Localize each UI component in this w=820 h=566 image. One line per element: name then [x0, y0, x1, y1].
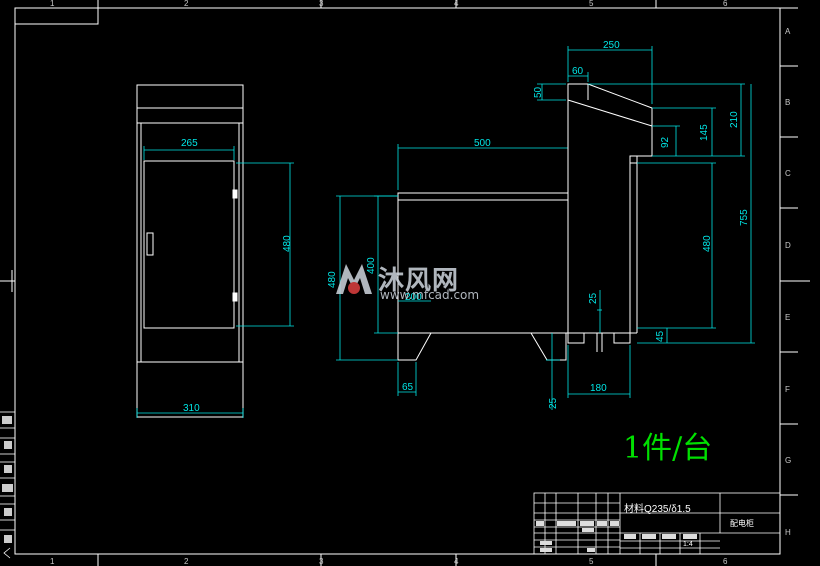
- dim-front-265: 265: [181, 138, 198, 149]
- top-zone-5: 5: [589, 0, 594, 8]
- right-zone-F: F: [785, 385, 790, 394]
- right-zone-C: C: [785, 169, 791, 178]
- top-zone-3: 3: [319, 0, 324, 8]
- bottom-zone-2: 2: [184, 557, 189, 566]
- front-dimensions: [136, 146, 294, 418]
- top-zone-1: 1: [50, 0, 55, 8]
- side-dimensions: [537, 46, 755, 398]
- bottom-zone-3: 3: [319, 557, 324, 566]
- revision-table: [0, 411, 15, 559]
- side-view: [567, 83, 653, 352]
- dim-side-180: 180: [590, 383, 607, 394]
- part-name: 配电柜: [730, 518, 754, 528]
- dim-mid-200: 200: [405, 292, 422, 303]
- top-zone-6: 6: [723, 0, 728, 8]
- bottom-zone-5: 5: [589, 557, 594, 566]
- dim-front-480: 480: [282, 235, 293, 252]
- dim-mid-25: 25: [548, 397, 559, 409]
- dim-mid-400: 400: [366, 257, 377, 274]
- dim-side-92: 92: [660, 136, 671, 148]
- right-zone-H: H: [785, 528, 791, 537]
- bottom-zone-6: 6: [723, 557, 728, 566]
- dim-mid-500: 500: [474, 138, 491, 149]
- top-zone-4: 4: [454, 0, 459, 8]
- dim-side-25: 25: [588, 292, 599, 304]
- front-cabinet-body: [136, 84, 244, 418]
- bottom-zone-1: 1: [50, 557, 55, 566]
- watermark-brand: 沐风网: [378, 266, 460, 296]
- dim-front-310: 310: [183, 403, 200, 414]
- middle-dimensions: [336, 144, 569, 410]
- dim-side-145: 145: [699, 124, 710, 141]
- front-door: [143, 160, 235, 329]
- mfcad-logo-icon: [336, 264, 372, 294]
- dim-mid-65: 65: [402, 382, 414, 393]
- watermark-url: www.mfcad.com: [380, 288, 480, 302]
- right-zone-G: G: [785, 456, 791, 465]
- top-zone-2: 2: [184, 0, 189, 8]
- dim-mid-480: 480: [327, 271, 338, 288]
- dim-side-60: 60: [572, 66, 584, 77]
- dim-side-50: 50: [533, 86, 544, 98]
- scale: 1:4: [683, 541, 693, 548]
- bottom-zone-4: 4: [454, 557, 459, 566]
- door-handle: [146, 232, 154, 256]
- dim-side-250: 250: [603, 40, 620, 51]
- dim-side-45: 45: [655, 330, 666, 342]
- material-spec: 材料Q235/δ1.5: [624, 502, 691, 515]
- title-block-small-cells: [536, 521, 697, 552]
- frame-labels: 1 2 3 4 5 6 1 2 3 4 5 6 A B C D E F G H: [50, 0, 791, 566]
- dim-side-755: 755: [739, 209, 750, 226]
- right-zone-B: B: [785, 98, 790, 107]
- right-zone-D: D: [785, 241, 791, 250]
- right-zone-A: A: [785, 27, 791, 36]
- dim-side-480: 480: [702, 235, 713, 252]
- quantity-note: 1件/台: [623, 431, 712, 466]
- dim-side-210: 210: [729, 111, 740, 128]
- top-left-box: [15, 8, 99, 25]
- front-view: [136, 84, 244, 418]
- right-zone-E: E: [785, 313, 790, 322]
